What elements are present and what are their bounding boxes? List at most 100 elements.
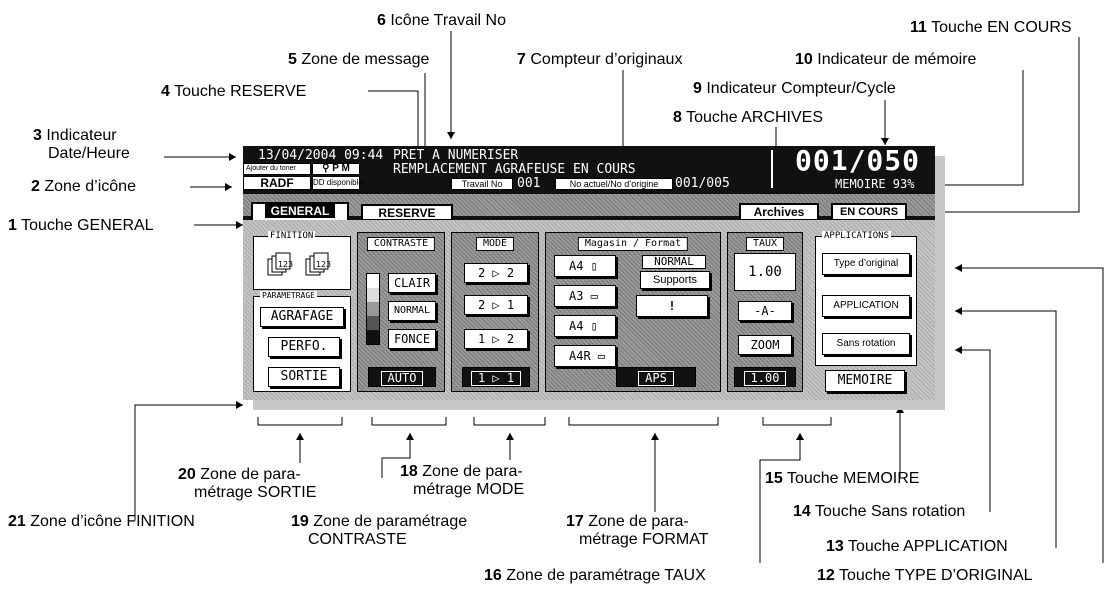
en-cours-button[interactable]: EN COURS: [831, 203, 907, 221]
date-time-indicator: 13/04/2004 09:44: [258, 148, 384, 163]
message-line-1: PRET A NUMERISER: [393, 148, 519, 163]
callout-reserve-key: 4 Touche RESERVE: [161, 83, 307, 100]
header-divider: [771, 150, 773, 188]
taux-bottom-label: 1.00: [743, 371, 787, 386]
dd-available-icon: DD disponible: [312, 176, 363, 190]
taux-value: 1.00: [734, 253, 796, 291]
parametrage-title: PARAMETRAGE: [260, 291, 317, 300]
supports-button[interactable]: Supports: [640, 271, 710, 289]
contraste-setting-zone: CONTRASTE CLAIR NORMAL FONCE AUTO: [357, 232, 445, 392]
callout-application-key: 13 Touche APPLICATION: [826, 538, 1008, 555]
copier-control-panel: 13/04/2004 09:44 Ajouter du toner ⚲ P M …: [243, 146, 935, 400]
tab-general[interactable]: GENERAL: [251, 202, 349, 220]
type-original-button[interactable]: Type d’original: [822, 253, 910, 275]
callout-sortie-zone-line2: métrage SORTIE: [194, 484, 317, 501]
callout-contraste-zone-line2: CONTRASTE: [308, 531, 407, 548]
callout-finition-icon-zone: 21 Zone d’icône FINITION: [8, 513, 195, 530]
mode-2-2-button[interactable]: 2 ▷ 2: [464, 263, 528, 283]
memoire-button[interactable]: MEMOIRE: [825, 370, 905, 392]
callout-memoire-key: 15 Touche MEMOIRE: [765, 470, 920, 487]
tab-reserve[interactable]: RESERVE: [361, 204, 453, 221]
callout-counter-cycle: 9 Indicateur Compteur/Cycle: [693, 80, 896, 97]
tray-3-a4-button[interactable]: A4 ▯: [554, 315, 616, 337]
memory-indicator: MEMOIRE 93%: [835, 177, 915, 191]
finition-title: FINITION: [268, 231, 316, 241]
callout-general-key: 1 Touche GENERAL: [8, 217, 154, 234]
tab-general-label: GENERAL: [264, 204, 336, 218]
callout-format-zone: 17 Zone de para-: [566, 513, 689, 530]
tray-4-a4r-button[interactable]: A4R ▭: [554, 345, 616, 367]
callout-original-type-key: 12 Touche TYPE D’ORIGINAL: [817, 567, 1033, 584]
aps-button[interactable]: APS: [616, 367, 696, 387]
callout-no-rotation-key: 14 Touche Sans rotation: [793, 503, 966, 520]
svg-text:1: 1: [278, 260, 283, 269]
density-scale: [366, 273, 380, 345]
callout-taux-zone: 16 Zone de paramétrage TAUX: [484, 567, 706, 584]
mode-1-2-button[interactable]: 1 ▷ 2: [464, 329, 528, 349]
callout-format-zone-line2: métrage FORMAT: [579, 531, 709, 548]
perfo-button[interactable]: PERFO.: [268, 337, 340, 357]
callout-job-icon: 6 Icône Travail No: [377, 12, 506, 29]
radf-icon: RADF: [243, 176, 311, 190]
job-number: 001: [517, 176, 541, 191]
svg-text:2: 2: [283, 260, 288, 269]
mode-title: MODE: [475, 237, 515, 251]
mode-setting-zone: MODE 2 ▷ 2 2 ▷ 1 1 ▷ 2 1 ▷ 1: [451, 232, 539, 392]
svg-text:3: 3: [326, 260, 331, 269]
bypass-tray-button[interactable]: !: [636, 295, 708, 317]
svg-text:1: 1: [316, 260, 321, 269]
aps-label: APS: [638, 371, 674, 386]
tray-1-label: A4: [569, 259, 584, 273]
taux-1-00-button[interactable]: 1.00: [734, 367, 796, 387]
callout-sortie-zone: 20 Zone de para-: [178, 466, 301, 483]
callout-date-time-line2: Date/Heure: [48, 145, 130, 162]
tray-2-a3-button[interactable]: A3 ▭: [554, 285, 616, 307]
tray-2-label: A3: [569, 289, 584, 303]
callout-icon-zone: 2 Zone d’icône: [31, 178, 136, 195]
callout-en-cours-key: 11 Touche EN COURS: [910, 19, 1072, 36]
pm-icon: ⚲ P M: [312, 163, 360, 175]
callout-date-time: 3 Indicateur: [33, 127, 117, 144]
taux-setting-zone: TAUX 1.00 -A- ZOOM 1.00: [727, 232, 803, 392]
toner-icon: Ajouter du toner: [243, 163, 311, 175]
mode-2-1-button[interactable]: 2 ▷ 1: [464, 295, 528, 315]
format-setting-zone: Magasin / Format A4 ▯ A3 ▭ A4 ▯ A4R ▭ NO…: [545, 232, 721, 392]
sortie-button[interactable]: SORTIE: [268, 367, 340, 387]
normal-contrast-button[interactable]: NORMAL: [388, 301, 436, 321]
applications-zone: APPLICATIONS Type d’original APPLICATION…: [815, 231, 917, 366]
callout-archives-key: 8 Touche ARCHIVES: [673, 109, 824, 126]
archives-button[interactable]: Archives: [739, 203, 819, 221]
svg-text:2: 2: [321, 260, 326, 269]
counter-cycle-indicator: 001/050: [795, 144, 921, 177]
sans-rotation-button[interactable]: Sans rotation: [822, 333, 910, 355]
callout-mode-zone-line2: métrage MODE: [413, 481, 525, 498]
taux-title: TAUX: [745, 237, 785, 251]
normal-paper-label: NORMAL: [642, 255, 706, 269]
tray-4-label: A4R: [569, 349, 591, 363]
tray-3-label: A4: [569, 319, 584, 333]
auto-contrast-button[interactable]: AUTO: [368, 367, 436, 387]
fonce-button[interactable]: FONCE: [388, 329, 436, 349]
tray-1-a4-button[interactable]: A4 ▯: [554, 255, 616, 277]
callout-memory-indicator: 10 Indicateur de mémoire: [795, 51, 977, 68]
callout-message-zone: 5 Zone de message: [288, 51, 430, 68]
application-button[interactable]: APPLICATION: [822, 295, 910, 317]
taux-a-button[interactable]: -A-: [738, 301, 792, 321]
svg-text:3: 3: [288, 260, 293, 269]
mode-1-1-button[interactable]: 1 ▷ 1: [462, 367, 530, 387]
callout-original-counter: 7 Compteur d’originaux: [517, 51, 683, 68]
agrafage-button[interactable]: AGRAFAGE: [260, 307, 344, 327]
job-number-icon: Travail No: [451, 178, 513, 190]
callout-mode-zone: 18 Zone de para-: [400, 463, 523, 480]
clair-button[interactable]: CLAIR: [388, 273, 436, 293]
zoom-button[interactable]: ZOOM: [738, 335, 792, 355]
auto-contrast-label: AUTO: [380, 371, 424, 386]
contraste-title: CONTRASTE: [366, 237, 436, 251]
sortie-setting-zone: PARAMETRAGE AGRAFAGE PERFO. SORTIE: [253, 291, 351, 392]
original-counter: 001/005: [675, 176, 730, 191]
format-title: Magasin / Format: [577, 237, 689, 251]
applications-title: APPLICATIONS: [822, 231, 892, 241]
callout-contraste-zone: 19 Zone de paramétrage: [291, 513, 468, 530]
